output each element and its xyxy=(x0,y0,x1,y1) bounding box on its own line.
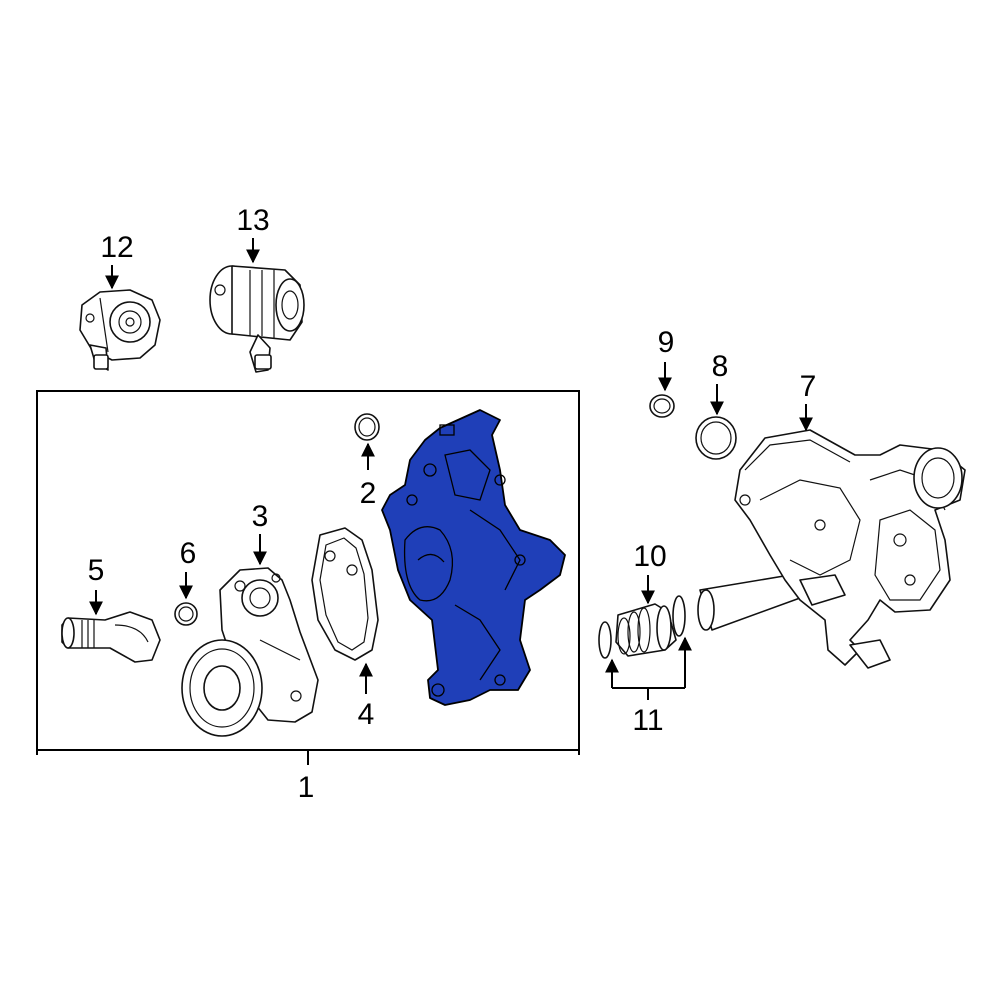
callout-2: 2 xyxy=(360,477,377,510)
callout-12: 12 xyxy=(100,231,133,264)
part-10-connector-pipe[interactable] xyxy=(615,603,677,657)
part-13-electric-pump-large[interactable] xyxy=(209,265,305,373)
callout-6: 6 xyxy=(180,537,197,570)
part-8-o-ring[interactable] xyxy=(695,416,737,460)
part-4-gasket[interactable] xyxy=(311,527,379,661)
callout-1: 1 xyxy=(298,771,315,804)
callout-8: 8 xyxy=(712,350,729,383)
part-3-water-pump[interactable] xyxy=(181,567,319,737)
part-7-thermostat-assembly[interactable] xyxy=(697,429,966,669)
callout-10: 10 xyxy=(633,540,666,573)
callout-11: 11 xyxy=(632,704,663,737)
callout-9: 9 xyxy=(658,326,675,359)
part-6-o-ring[interactable] xyxy=(174,602,198,626)
callout-1-leader xyxy=(36,750,580,765)
part-9-o-ring[interactable] xyxy=(649,394,675,418)
part-5-coolant-elbow[interactable] xyxy=(61,611,161,663)
callout-5: 5 xyxy=(88,554,105,587)
callout-7: 7 xyxy=(800,370,817,403)
part-2-seal[interactable] xyxy=(354,413,380,441)
callout-4: 4 xyxy=(358,698,375,731)
part-12-electric-pump-small[interactable] xyxy=(79,289,161,371)
leaders xyxy=(89,238,813,700)
part-11-seals[interactable] xyxy=(598,595,686,659)
highlighted-housing[interactable] xyxy=(381,409,566,706)
callout-13: 13 xyxy=(236,204,269,237)
callout-3: 3 xyxy=(252,500,269,533)
